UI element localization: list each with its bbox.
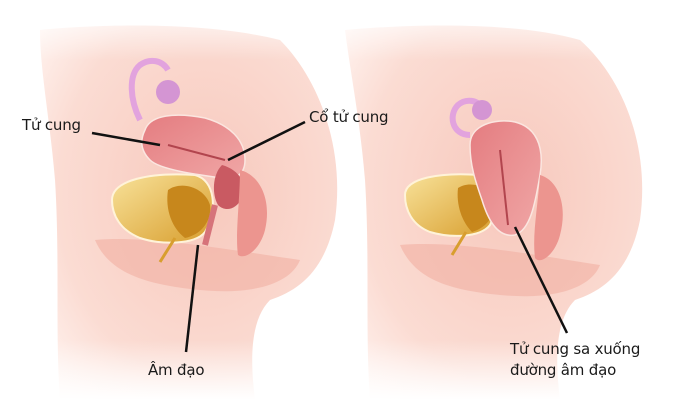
label-vagina: Âm đạo xyxy=(148,361,205,379)
leader-line-cervix xyxy=(227,120,306,162)
label-prolapse-line1: Tử cung sa xuống xyxy=(510,340,641,358)
label-uterus: Tử cung xyxy=(22,116,81,134)
label-cervix: Cổ tử cung xyxy=(309,108,389,126)
leader-line-vagina xyxy=(184,244,200,353)
leader-line-uterus xyxy=(91,131,161,147)
label-prolapse-line2: đường âm đạo xyxy=(510,361,617,379)
leader-line-prolapse xyxy=(513,226,569,334)
